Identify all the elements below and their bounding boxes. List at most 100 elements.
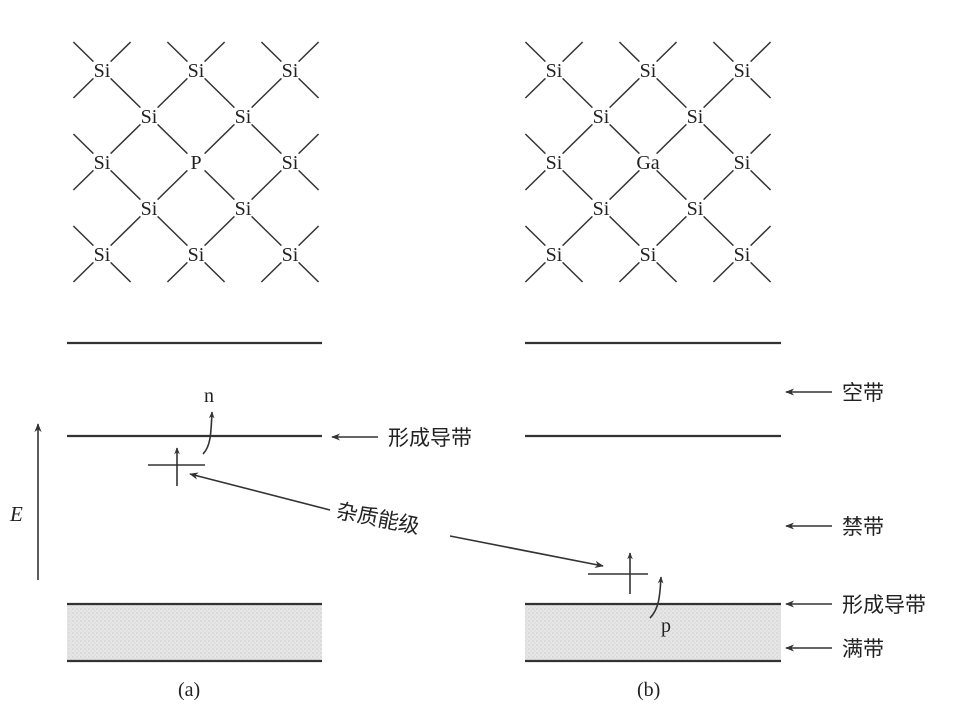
bond-line-b <box>524 41 546 63</box>
filled-band-b <box>525 604 781 661</box>
bond-line-a <box>204 169 235 201</box>
bond-line-a <box>204 77 235 109</box>
filled-band-a <box>67 604 322 661</box>
hole-label: p <box>661 615 671 637</box>
bond-line-b <box>656 123 687 155</box>
bond-line-b <box>750 169 772 191</box>
bond-line-b <box>562 41 584 63</box>
bond-line-a <box>157 169 188 201</box>
energy-axis: E <box>9 423 42 580</box>
bond-line-a <box>110 77 141 109</box>
bond-line-a <box>260 41 282 63</box>
empty-band-label: 空带 <box>842 381 884 405</box>
electron-label: n <box>204 385 214 407</box>
caption-b: (b) <box>637 679 660 701</box>
atom-si-b: Si <box>546 244 563 266</box>
filled-band-label: 满带 <box>842 637 884 661</box>
bond-line-b <box>656 215 687 247</box>
bond-line-b <box>562 123 593 155</box>
electron-excitation-arrow <box>202 411 215 455</box>
atom-si-b: Si <box>640 60 657 82</box>
bond-line-a <box>298 77 320 99</box>
bond-line-a <box>72 261 94 283</box>
bond-line-a <box>72 77 94 99</box>
bond-line-b <box>562 169 593 201</box>
atom-si-a: Si <box>282 244 299 266</box>
bond-line-b <box>750 77 772 99</box>
atom-ga-b: Ga <box>636 152 659 174</box>
bond-line-b <box>750 261 772 283</box>
bond-line-a <box>298 169 320 191</box>
bond-line-a <box>72 133 94 155</box>
band-diagram-b: p <box>525 341 781 663</box>
filled-band-label-group: 满带 <box>785 637 884 661</box>
impurity-pointer-left <box>189 472 331 511</box>
atom-si-b: Si <box>734 244 751 266</box>
atom-si-a: Si <box>282 152 299 174</box>
impurity-pointer-right <box>449 535 604 568</box>
valence-formed-band-label-group: 形成导带 <box>785 593 926 617</box>
bond-line-b <box>609 169 640 201</box>
bond-line-a <box>166 41 188 63</box>
bond-line-a <box>110 215 141 247</box>
bond-line-b <box>712 261 734 283</box>
atom-si-b: Si <box>687 198 704 220</box>
bond-line-b <box>609 77 640 109</box>
bond-line-b <box>703 123 734 155</box>
bond-line-a <box>298 133 320 155</box>
energy-axis-label: E <box>9 502 23 526</box>
atom-si-b: Si <box>546 152 563 174</box>
bond-line-b <box>618 261 640 283</box>
atom-si-a: Si <box>94 244 111 266</box>
atom-si-b: Si <box>593 198 610 220</box>
atom-si-b: Si <box>734 60 751 82</box>
conduction-band-label-group: 形成导带 <box>331 426 472 450</box>
impurity-level-label-group: 杂质能级 <box>189 472 604 568</box>
forbidden-band-label-group: 禁带 <box>785 515 884 539</box>
bond-line-b <box>703 77 734 109</box>
forbidden-band-label: 禁带 <box>842 515 884 539</box>
bond-line-a <box>72 41 94 63</box>
bond-line-b <box>618 41 640 63</box>
bond-line-b <box>562 215 593 247</box>
bond-line-b <box>750 133 772 155</box>
atom-p-a: P <box>190 152 201 174</box>
atom-si-a: Si <box>188 244 205 266</box>
bond-line-b <box>609 123 640 155</box>
bond-line-b <box>656 77 687 109</box>
conduction-band-label: 形成导带 <box>388 426 472 450</box>
bond-line-a <box>157 215 188 247</box>
atom-si-a: Si <box>282 60 299 82</box>
atom-si-a: Si <box>141 106 158 128</box>
bond-line-a <box>251 77 282 109</box>
bond-line-a <box>204 41 226 63</box>
bond-line-a <box>251 123 282 155</box>
bond-line-b <box>562 261 584 283</box>
bond-line-a <box>204 261 226 283</box>
atom-si-b: Si <box>687 106 704 128</box>
bond-line-b <box>703 215 734 247</box>
bond-line-a <box>157 77 188 109</box>
bond-line-b <box>524 261 546 283</box>
bond-line-a <box>260 261 282 283</box>
atom-si-a: Si <box>141 198 158 220</box>
valence-formed-band-label: 形成导带 <box>842 593 926 617</box>
bond-line-b <box>524 225 546 247</box>
atom-si-b: Si <box>734 152 751 174</box>
atom-si-a: Si <box>94 60 111 82</box>
bond-line-a <box>298 225 320 247</box>
bond-line-b <box>703 169 734 201</box>
bond-line-a <box>72 169 94 191</box>
bond-line-b <box>712 41 734 63</box>
bond-line-a <box>166 261 188 283</box>
bond-line-a <box>110 41 132 63</box>
bond-line-a <box>298 261 320 283</box>
bond-line-a <box>204 123 235 155</box>
atom-si-a: Si <box>188 60 205 82</box>
hole-excitation-arrow <box>649 576 664 619</box>
bond-line-a <box>251 215 282 247</box>
atom-si-b: Si <box>593 106 610 128</box>
